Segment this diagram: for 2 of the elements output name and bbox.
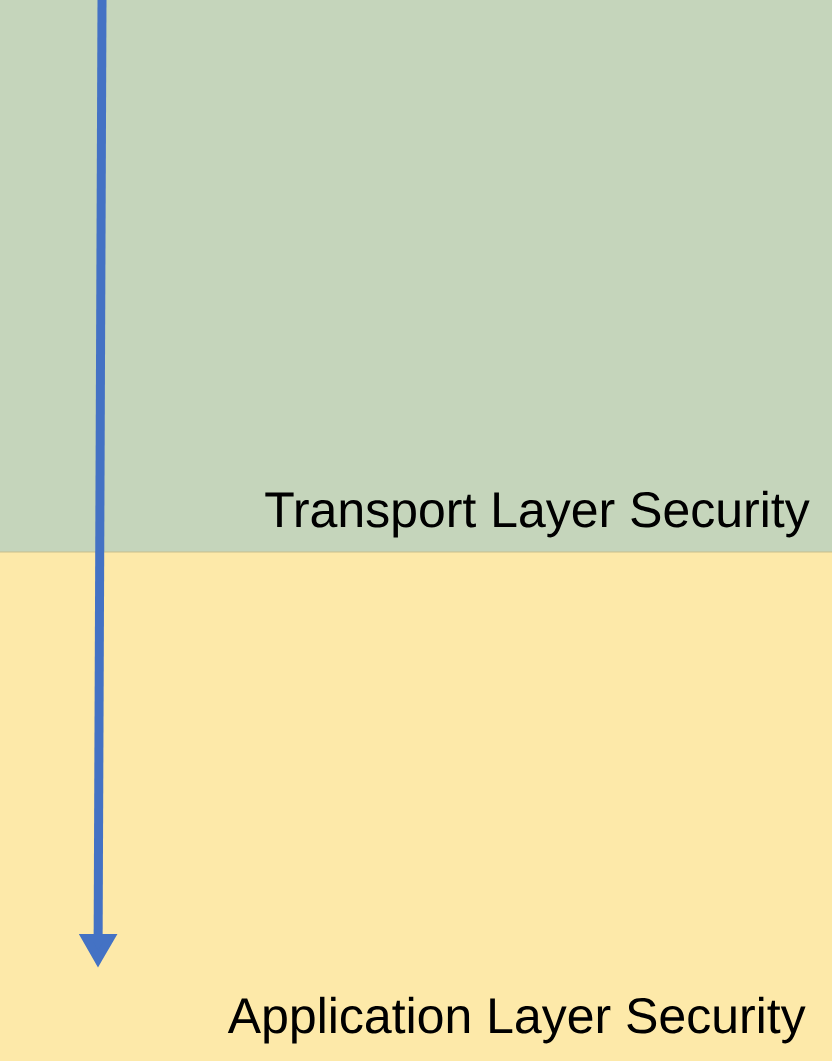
layer-band: Application Layer Security bbox=[0, 552, 832, 1061]
layer-band: Transport Layer Security bbox=[0, 0, 832, 552]
